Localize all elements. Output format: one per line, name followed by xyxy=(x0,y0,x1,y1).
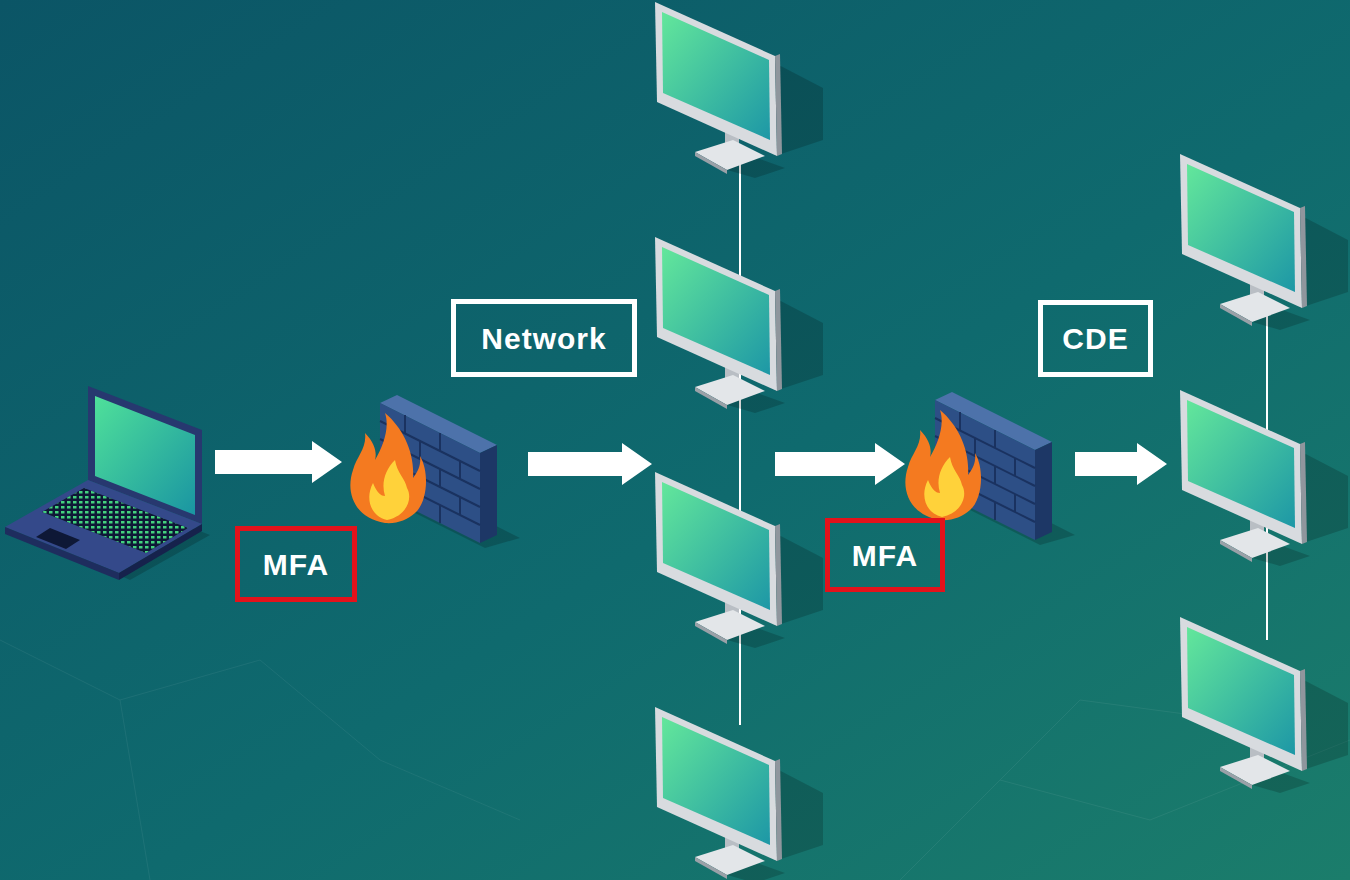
box-label: CDE xyxy=(1062,322,1128,355)
box-label: MFA xyxy=(263,548,329,581)
flow-arrows xyxy=(215,441,1167,485)
mfa-label-box: MFA xyxy=(235,526,357,602)
mfa-label-box: MFA xyxy=(825,518,945,592)
computer-icons xyxy=(655,2,1348,880)
laptop-icon xyxy=(5,386,210,580)
box-label: MFA xyxy=(852,539,918,572)
zone-label-box: CDE xyxy=(1038,300,1153,377)
box-label: Network xyxy=(481,322,606,355)
zone-label-box: Network xyxy=(451,299,637,377)
firewall-icon xyxy=(350,395,520,548)
